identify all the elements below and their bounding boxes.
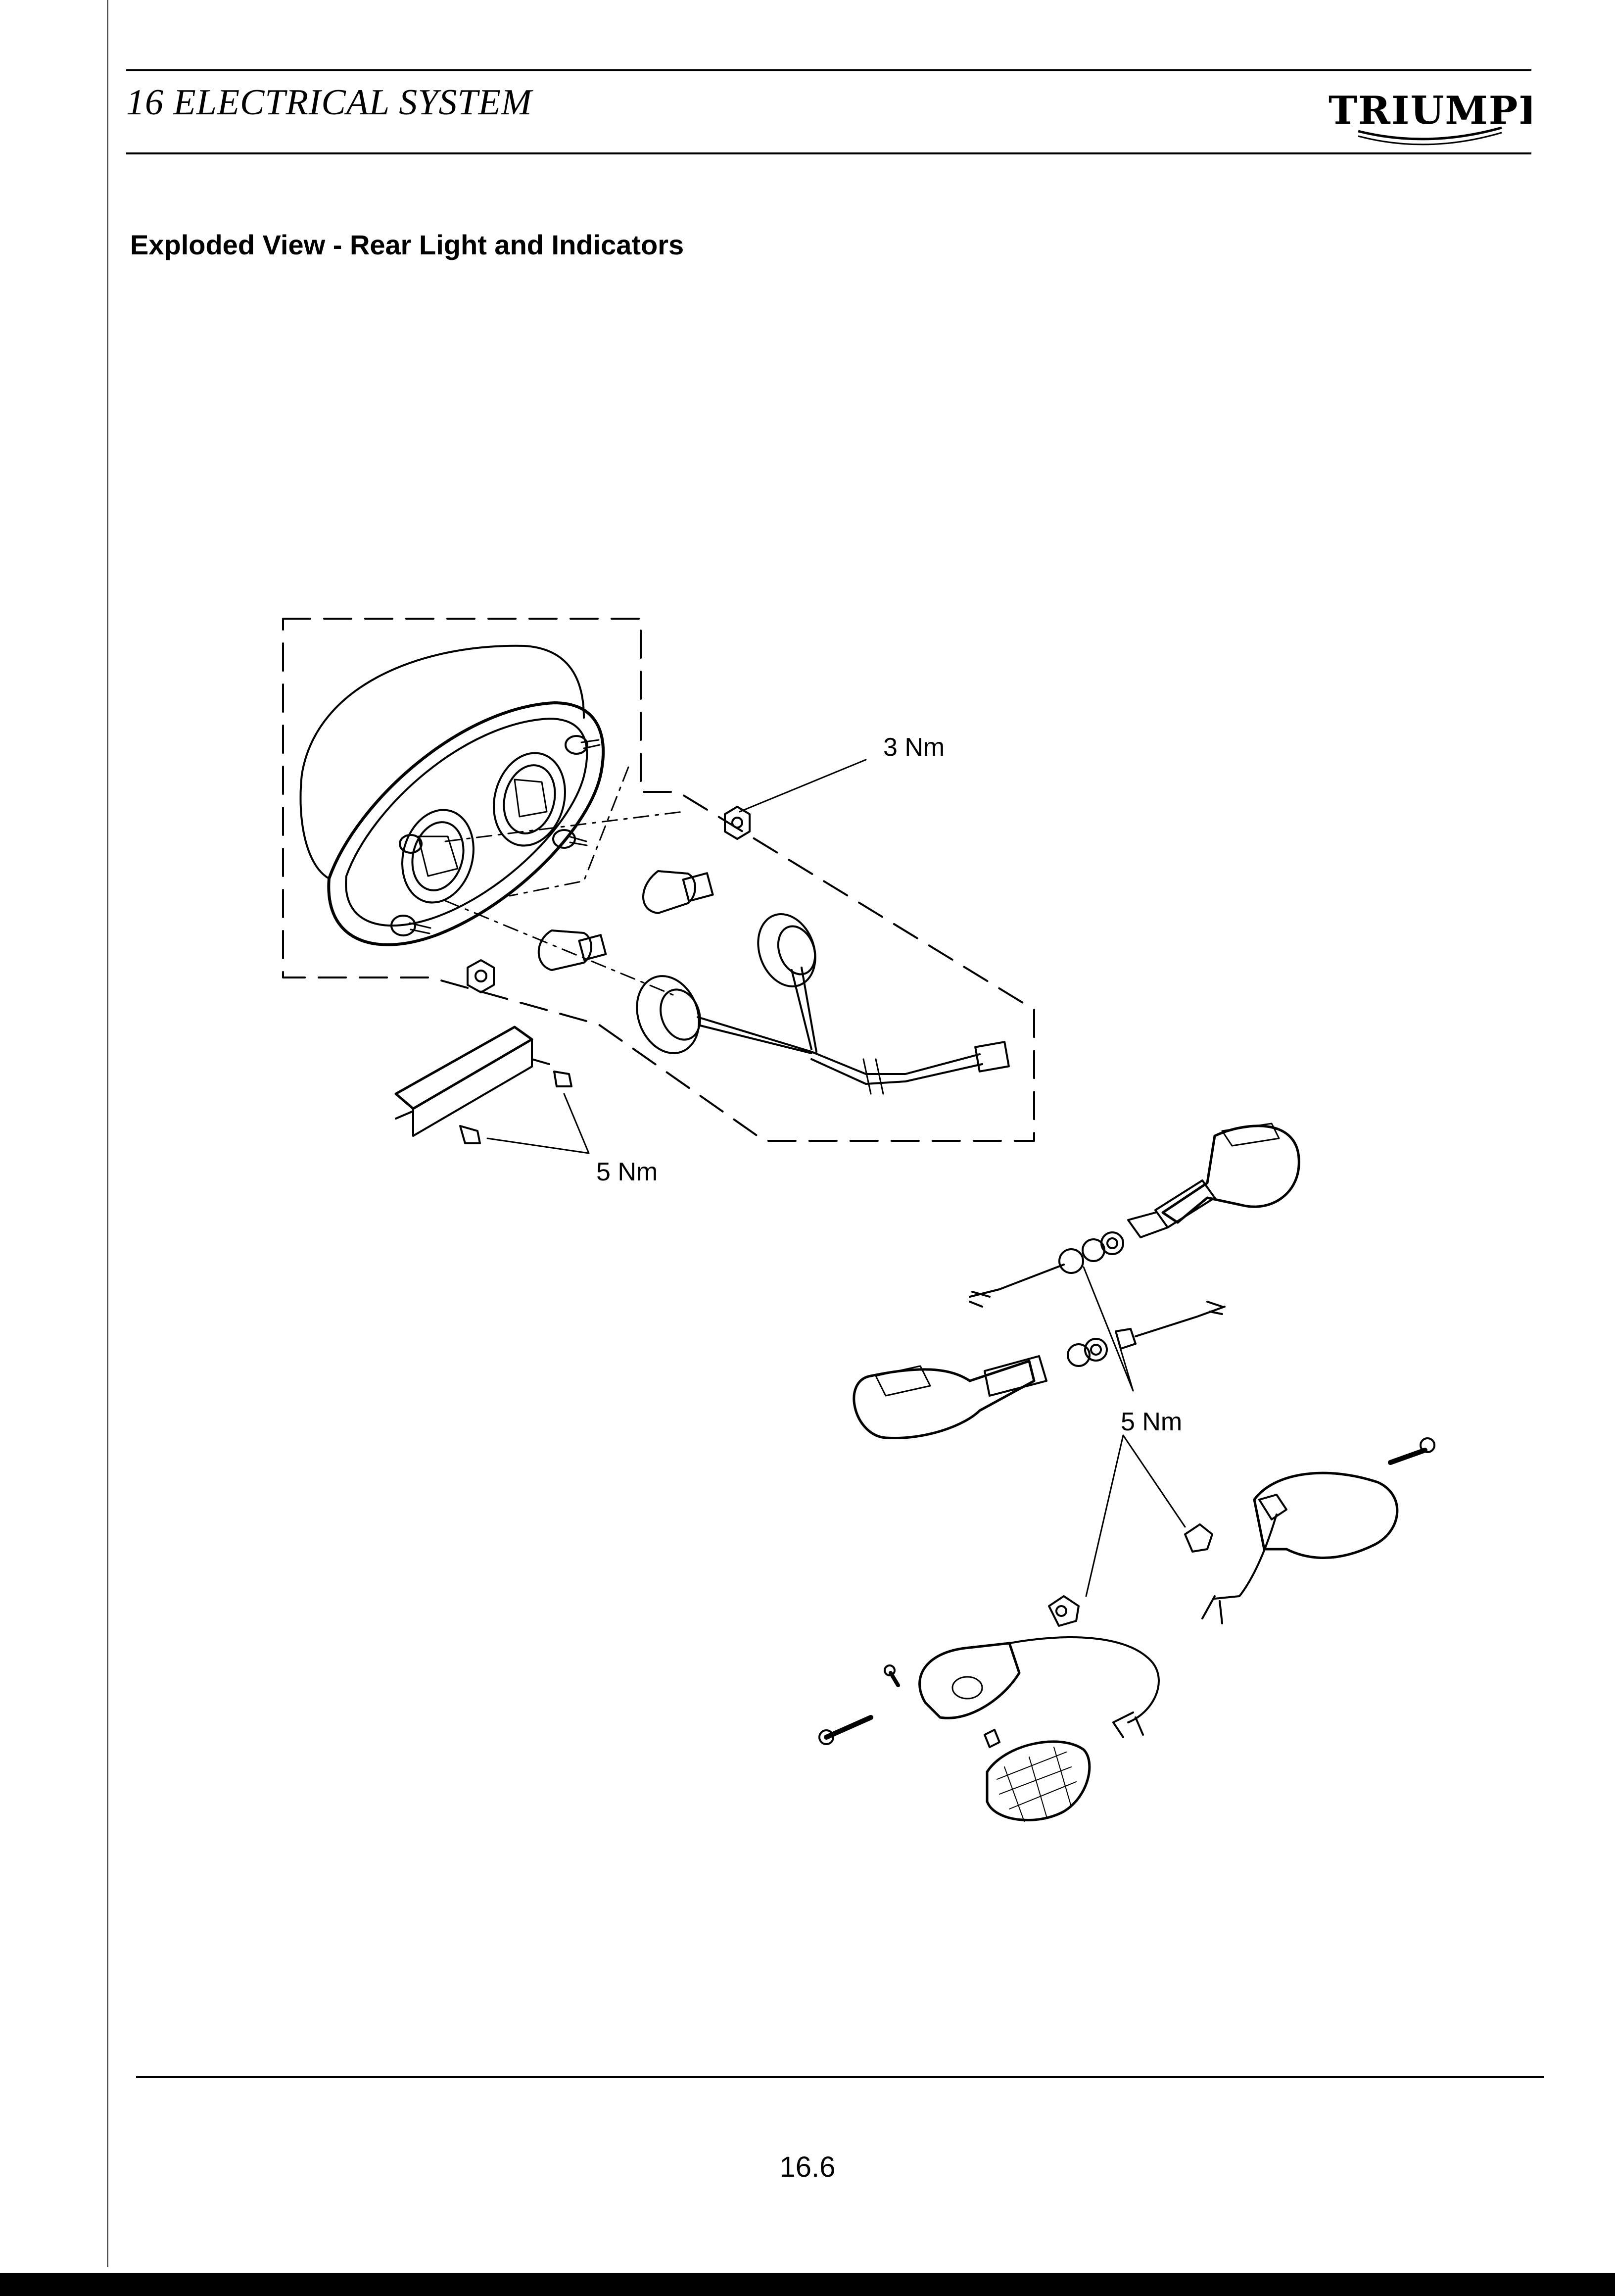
tail-light-housing (299, 644, 605, 946)
bottom-scan-border (0, 2273, 1615, 2296)
header-top-rule (126, 69, 1531, 71)
header-bottom-rule (126, 152, 1531, 154)
leader-5nm-plate (486, 1093, 590, 1154)
leader-3nm (739, 759, 867, 813)
stop-bulb-aperture (401, 809, 475, 904)
indicator-front-right (1184, 1437, 1435, 1624)
indicator-rear-right (969, 1123, 1300, 1308)
page-number: 16.6 (779, 2151, 836, 2183)
torque-label-3nm: 3 Nm (883, 733, 945, 762)
torque-label-indicators: 5 Nm (1121, 1408, 1182, 1436)
leader-5nm-indicators (1083, 1266, 1134, 1392)
assembly-outline (282, 618, 1035, 1142)
footer-rule (136, 2076, 1544, 2078)
tail-light-nut-lower (467, 959, 495, 993)
stop-bulb (537, 929, 607, 971)
triumph-logo: TRIUMPH (1329, 88, 1531, 146)
indicator-front-left (818, 1595, 1160, 1822)
page-heading: Exploded View - Rear Light and Indicator… (130, 229, 684, 260)
logo-wordmark: TRIUMPH (1329, 88, 1531, 133)
number-plate-bracket (394, 1026, 572, 1144)
bulb-holders-and-harness (636, 913, 1010, 1095)
torque-label-plate: 5 Nm (596, 1158, 658, 1186)
section-title: 16 ELECTRICAL SYSTEM (126, 82, 532, 123)
tail-bulb-aperture (493, 752, 566, 847)
tail-light-nut-upper (724, 806, 751, 840)
tail-bulb (642, 870, 714, 914)
left-margin-line (107, 0, 108, 2267)
